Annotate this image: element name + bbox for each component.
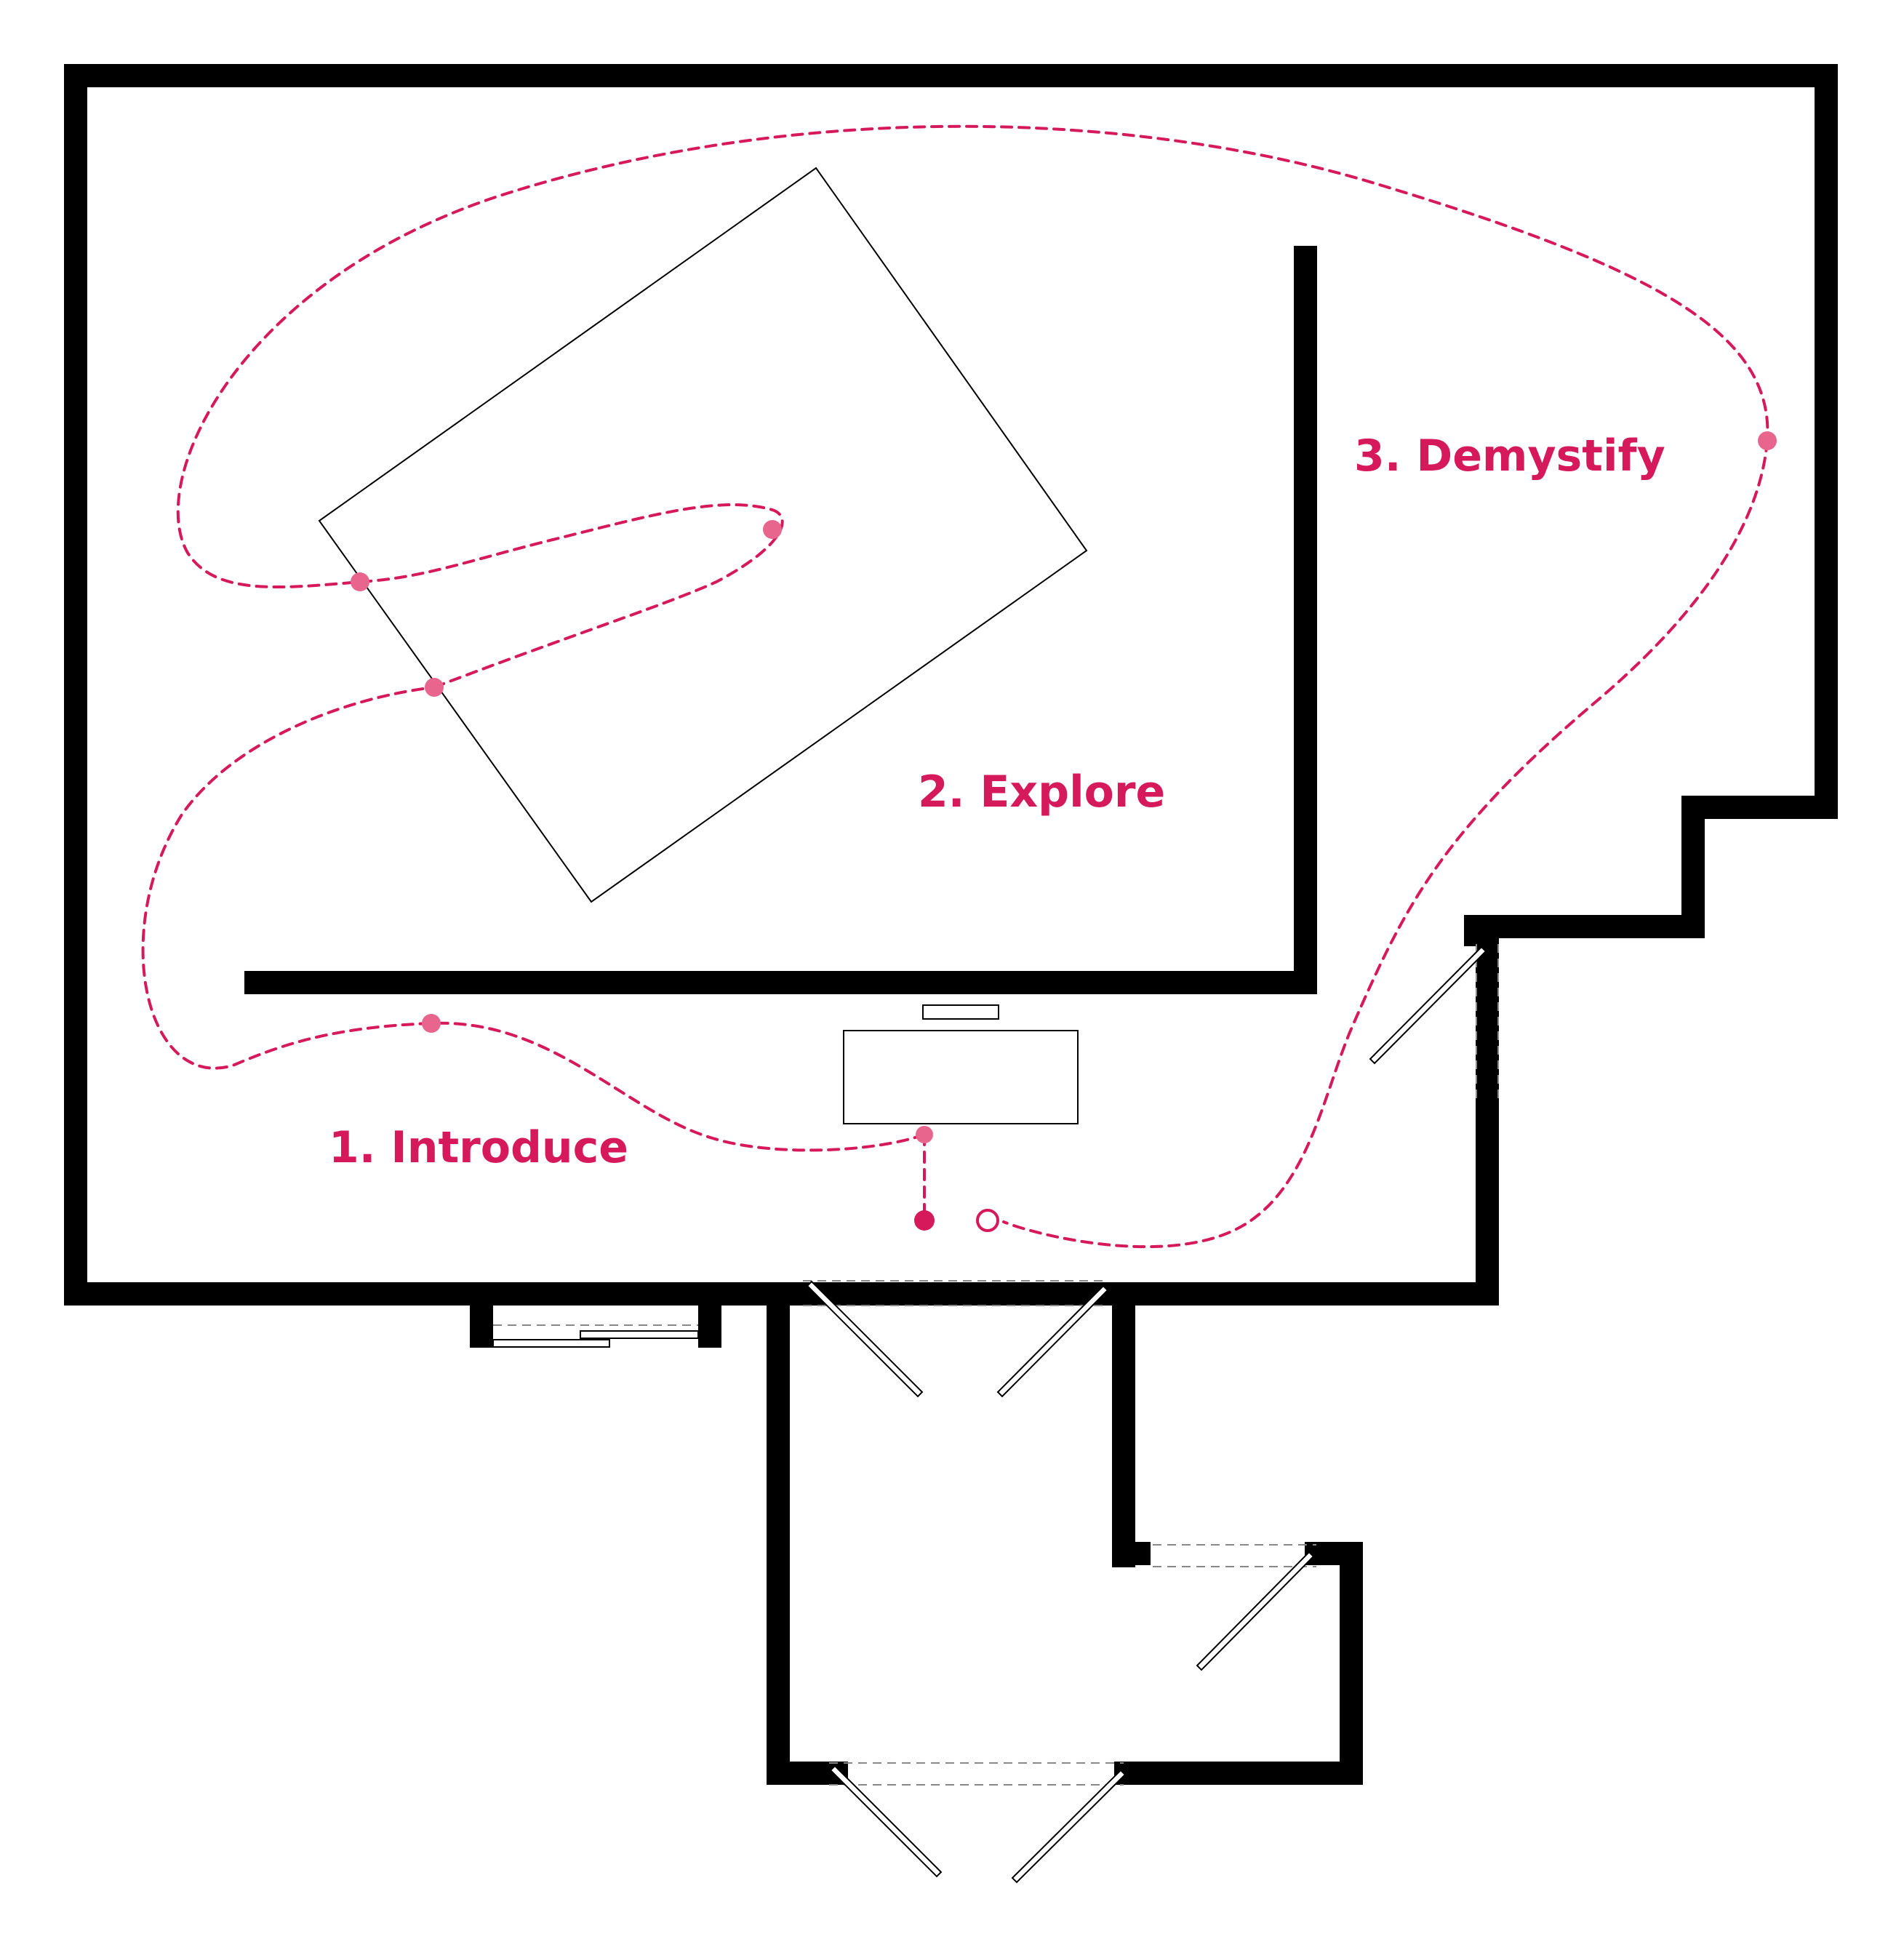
sliding-panel-right bbox=[580, 1330, 699, 1339]
start-marker bbox=[914, 1210, 935, 1231]
path-segment-demystify bbox=[1002, 439, 1769, 1249]
path-segment-introduce bbox=[141, 686, 926, 1152]
east-wall-upper-stub bbox=[1476, 915, 1499, 944]
desk-stop bbox=[916, 1126, 933, 1143]
exit-door-right bbox=[1011, 1769, 1127, 1884]
path-markers bbox=[351, 431, 1777, 1232]
walls bbox=[64, 64, 1838, 1785]
corridor-right-wall-seg bbox=[1112, 1282, 1135, 1567]
sw-bay-left bbox=[470, 1282, 493, 1348]
path-segment-explore bbox=[176, 124, 1769, 689]
introduce-stop bbox=[422, 1014, 441, 1033]
visitor-path bbox=[141, 124, 1769, 1249]
explore-stop-lower bbox=[425, 678, 444, 697]
label-demystify: 3. Demystify bbox=[1354, 431, 1665, 481]
reception-desk bbox=[843, 1030, 1079, 1124]
sliding-panel-left bbox=[492, 1339, 610, 1348]
entrance-door-left bbox=[806, 1280, 924, 1398]
sw-bay-right bbox=[698, 1282, 721, 1348]
explore-stop-right bbox=[763, 520, 782, 539]
label-explore: 2. Explore bbox=[918, 767, 1165, 817]
wall-fills bbox=[470, 915, 1499, 1784]
end-marker bbox=[976, 1209, 999, 1232]
side-room-door bbox=[1196, 1551, 1315, 1671]
door-leaves bbox=[492, 945, 1487, 1884]
east-door bbox=[1369, 945, 1487, 1065]
door-thresholds bbox=[493, 944, 1499, 1786]
entrance-door-right bbox=[996, 1284, 1109, 1398]
east-wall-lower bbox=[1476, 1102, 1499, 1298]
corridor-left-wall bbox=[767, 1282, 790, 1784]
exit-door-left bbox=[829, 1764, 943, 1878]
lower-room-wall bbox=[1114, 1542, 1363, 1785]
central-table bbox=[318, 167, 1088, 903]
explore-stop-upper bbox=[351, 572, 369, 591]
demystify-stop bbox=[1758, 431, 1777, 450]
furniture bbox=[318, 167, 1088, 1124]
desk-screen bbox=[922, 1004, 999, 1020]
label-introduce: 1. Introduce bbox=[329, 1122, 628, 1173]
